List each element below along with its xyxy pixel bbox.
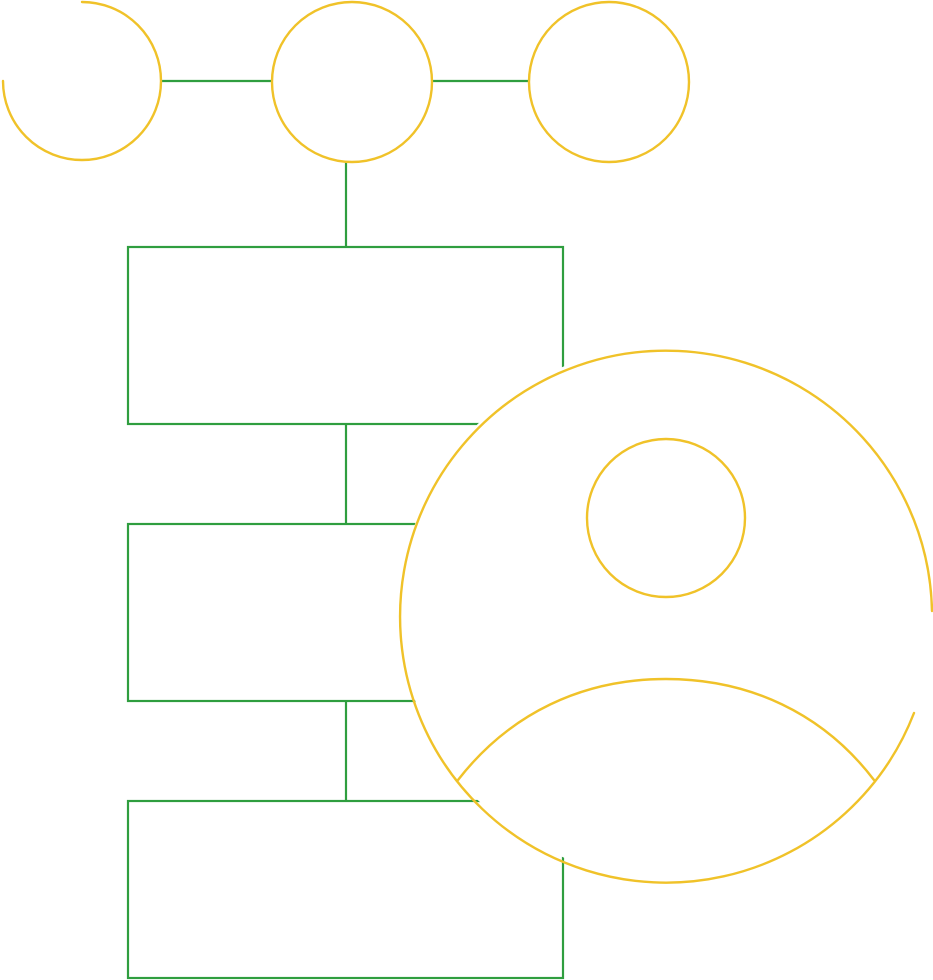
top-node-circle-left (1, 0, 163, 162)
hierarchy-box-1 (126, 245, 565, 426)
top-node-circle-right (527, 0, 691, 164)
user-avatar-head-icon (585, 437, 747, 599)
avatar-overlap-mask (400, 346, 932, 878)
user-avatar-shoulders-icon (456, 677, 876, 782)
top-node-circle-center (270, 0, 434, 164)
user-avatar-outline-icon (398, 349, 933, 884)
hierarchy-box-3 (126, 799, 565, 980)
